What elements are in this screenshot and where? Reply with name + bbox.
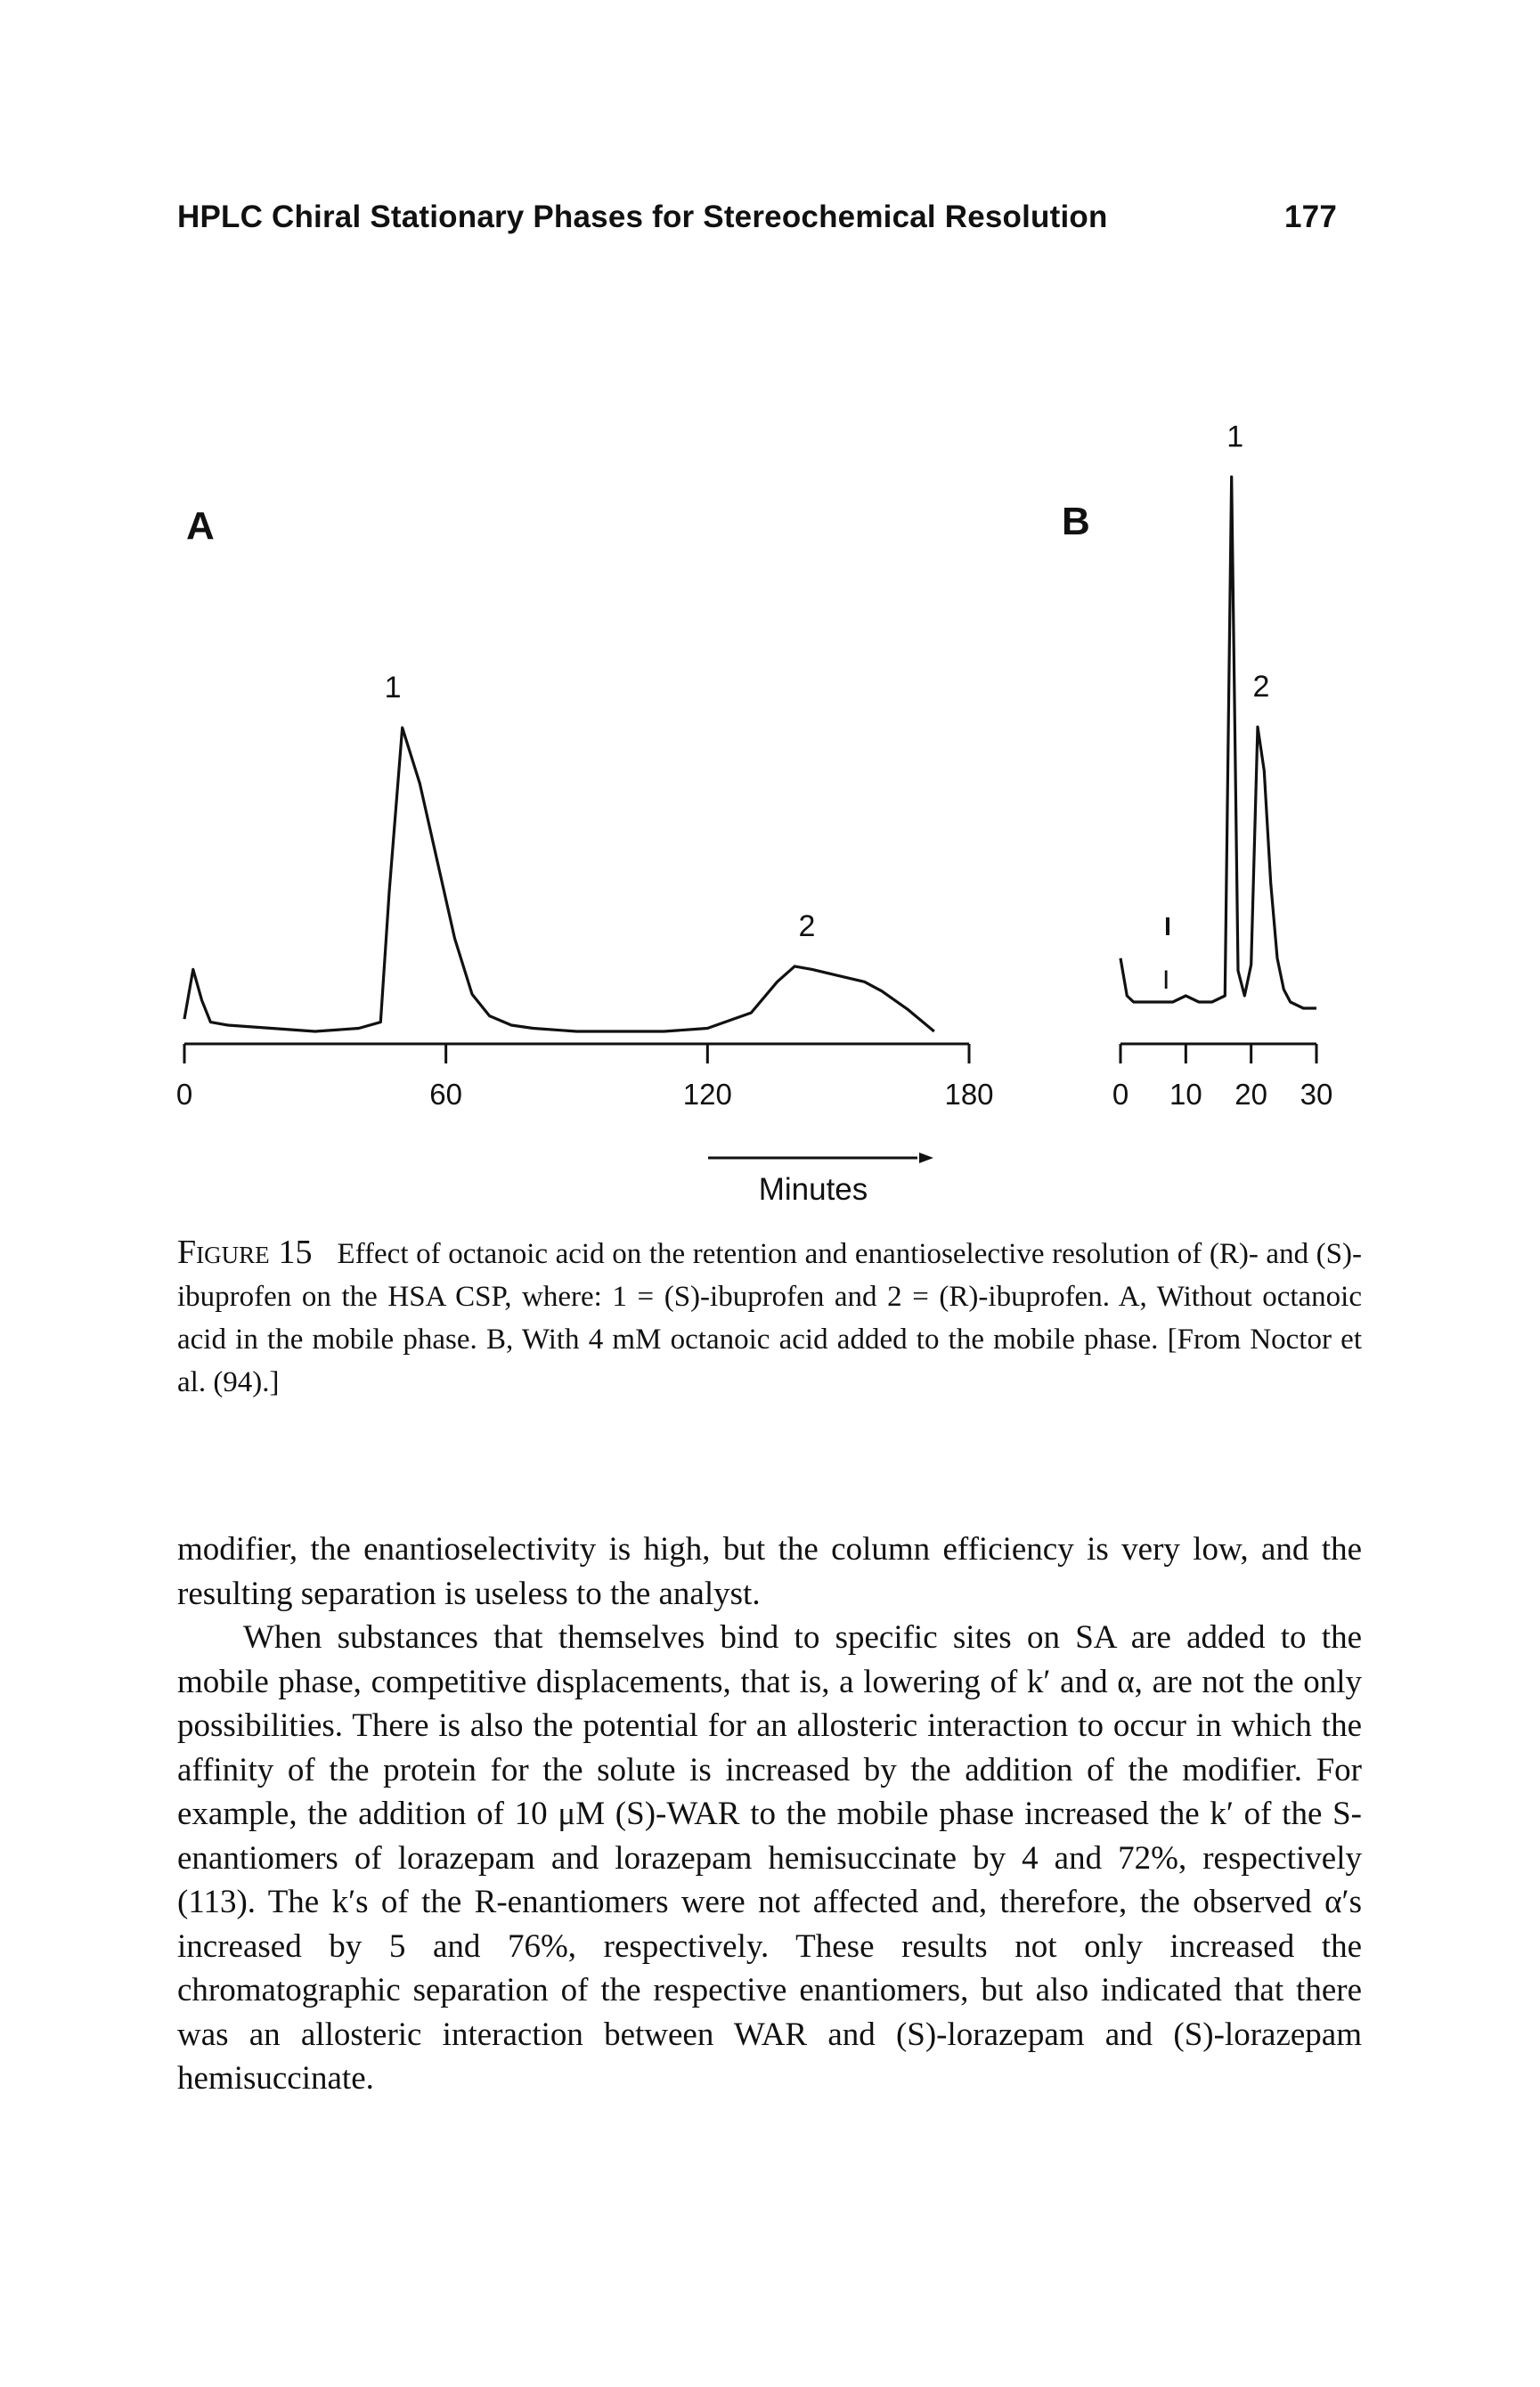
peak-label-a-1: 1 — [385, 671, 402, 705]
peak-label-b-1: 1 — [1226, 420, 1243, 453]
x-tick-label-b-30: 30 — [1300, 1078, 1333, 1111]
figure-label: Figure 15 — [177, 1234, 313, 1271]
trace-b — [1119, 475, 1316, 1010]
x-ticks-b: 0 10 20 30 — [1112, 1044, 1333, 1111]
x-tick-label-a-0: 0 — [176, 1078, 192, 1111]
x-ticks-a: 0 60 120 180 — [176, 1044, 994, 1111]
x-tick-label-a-180: 180 — [944, 1078, 993, 1111]
body-text: modifier, the enantioselectivity is high… — [177, 1528, 1362, 2101]
panel-label-b: B — [1062, 500, 1090, 543]
peak-label-b-2: 2 — [1253, 670, 1270, 704]
caption-text: Effect of octanoic acid on the retention… — [177, 1238, 1363, 1398]
peak-labels-b: 12 — [1226, 420, 1269, 704]
injection-mark-label: I — [1162, 965, 1169, 995]
running-title: HPLC Chiral Stationary Phases for Stereo… — [177, 200, 1108, 234]
peak-labels-a: 12 — [385, 671, 816, 943]
panel-label-a: A — [186, 504, 215, 548]
x-tick-label-b-0: 0 — [1112, 1078, 1129, 1111]
paragraph-2: When substances that themselves bind to … — [177, 1619, 1362, 2097]
injection-marker: I — [1162, 917, 1169, 995]
page-number: 177 — [1284, 200, 1337, 234]
paragraph-1: modifier, the enantioselectivity is high… — [177, 1531, 1362, 1612]
x-tick-label-a-60: 60 — [429, 1078, 462, 1111]
peak-label-a-2: 2 — [799, 909, 816, 943]
x-axis-label: Minutes — [759, 1172, 868, 1207]
x-tick-label-b-10: 10 — [1169, 1078, 1202, 1111]
x-tick-label-a-120: 120 — [683, 1078, 732, 1111]
minutes-arrow — [708, 1153, 933, 1163]
x-tick-label-b-20: 20 — [1234, 1078, 1267, 1111]
trace-a — [183, 726, 935, 1033]
